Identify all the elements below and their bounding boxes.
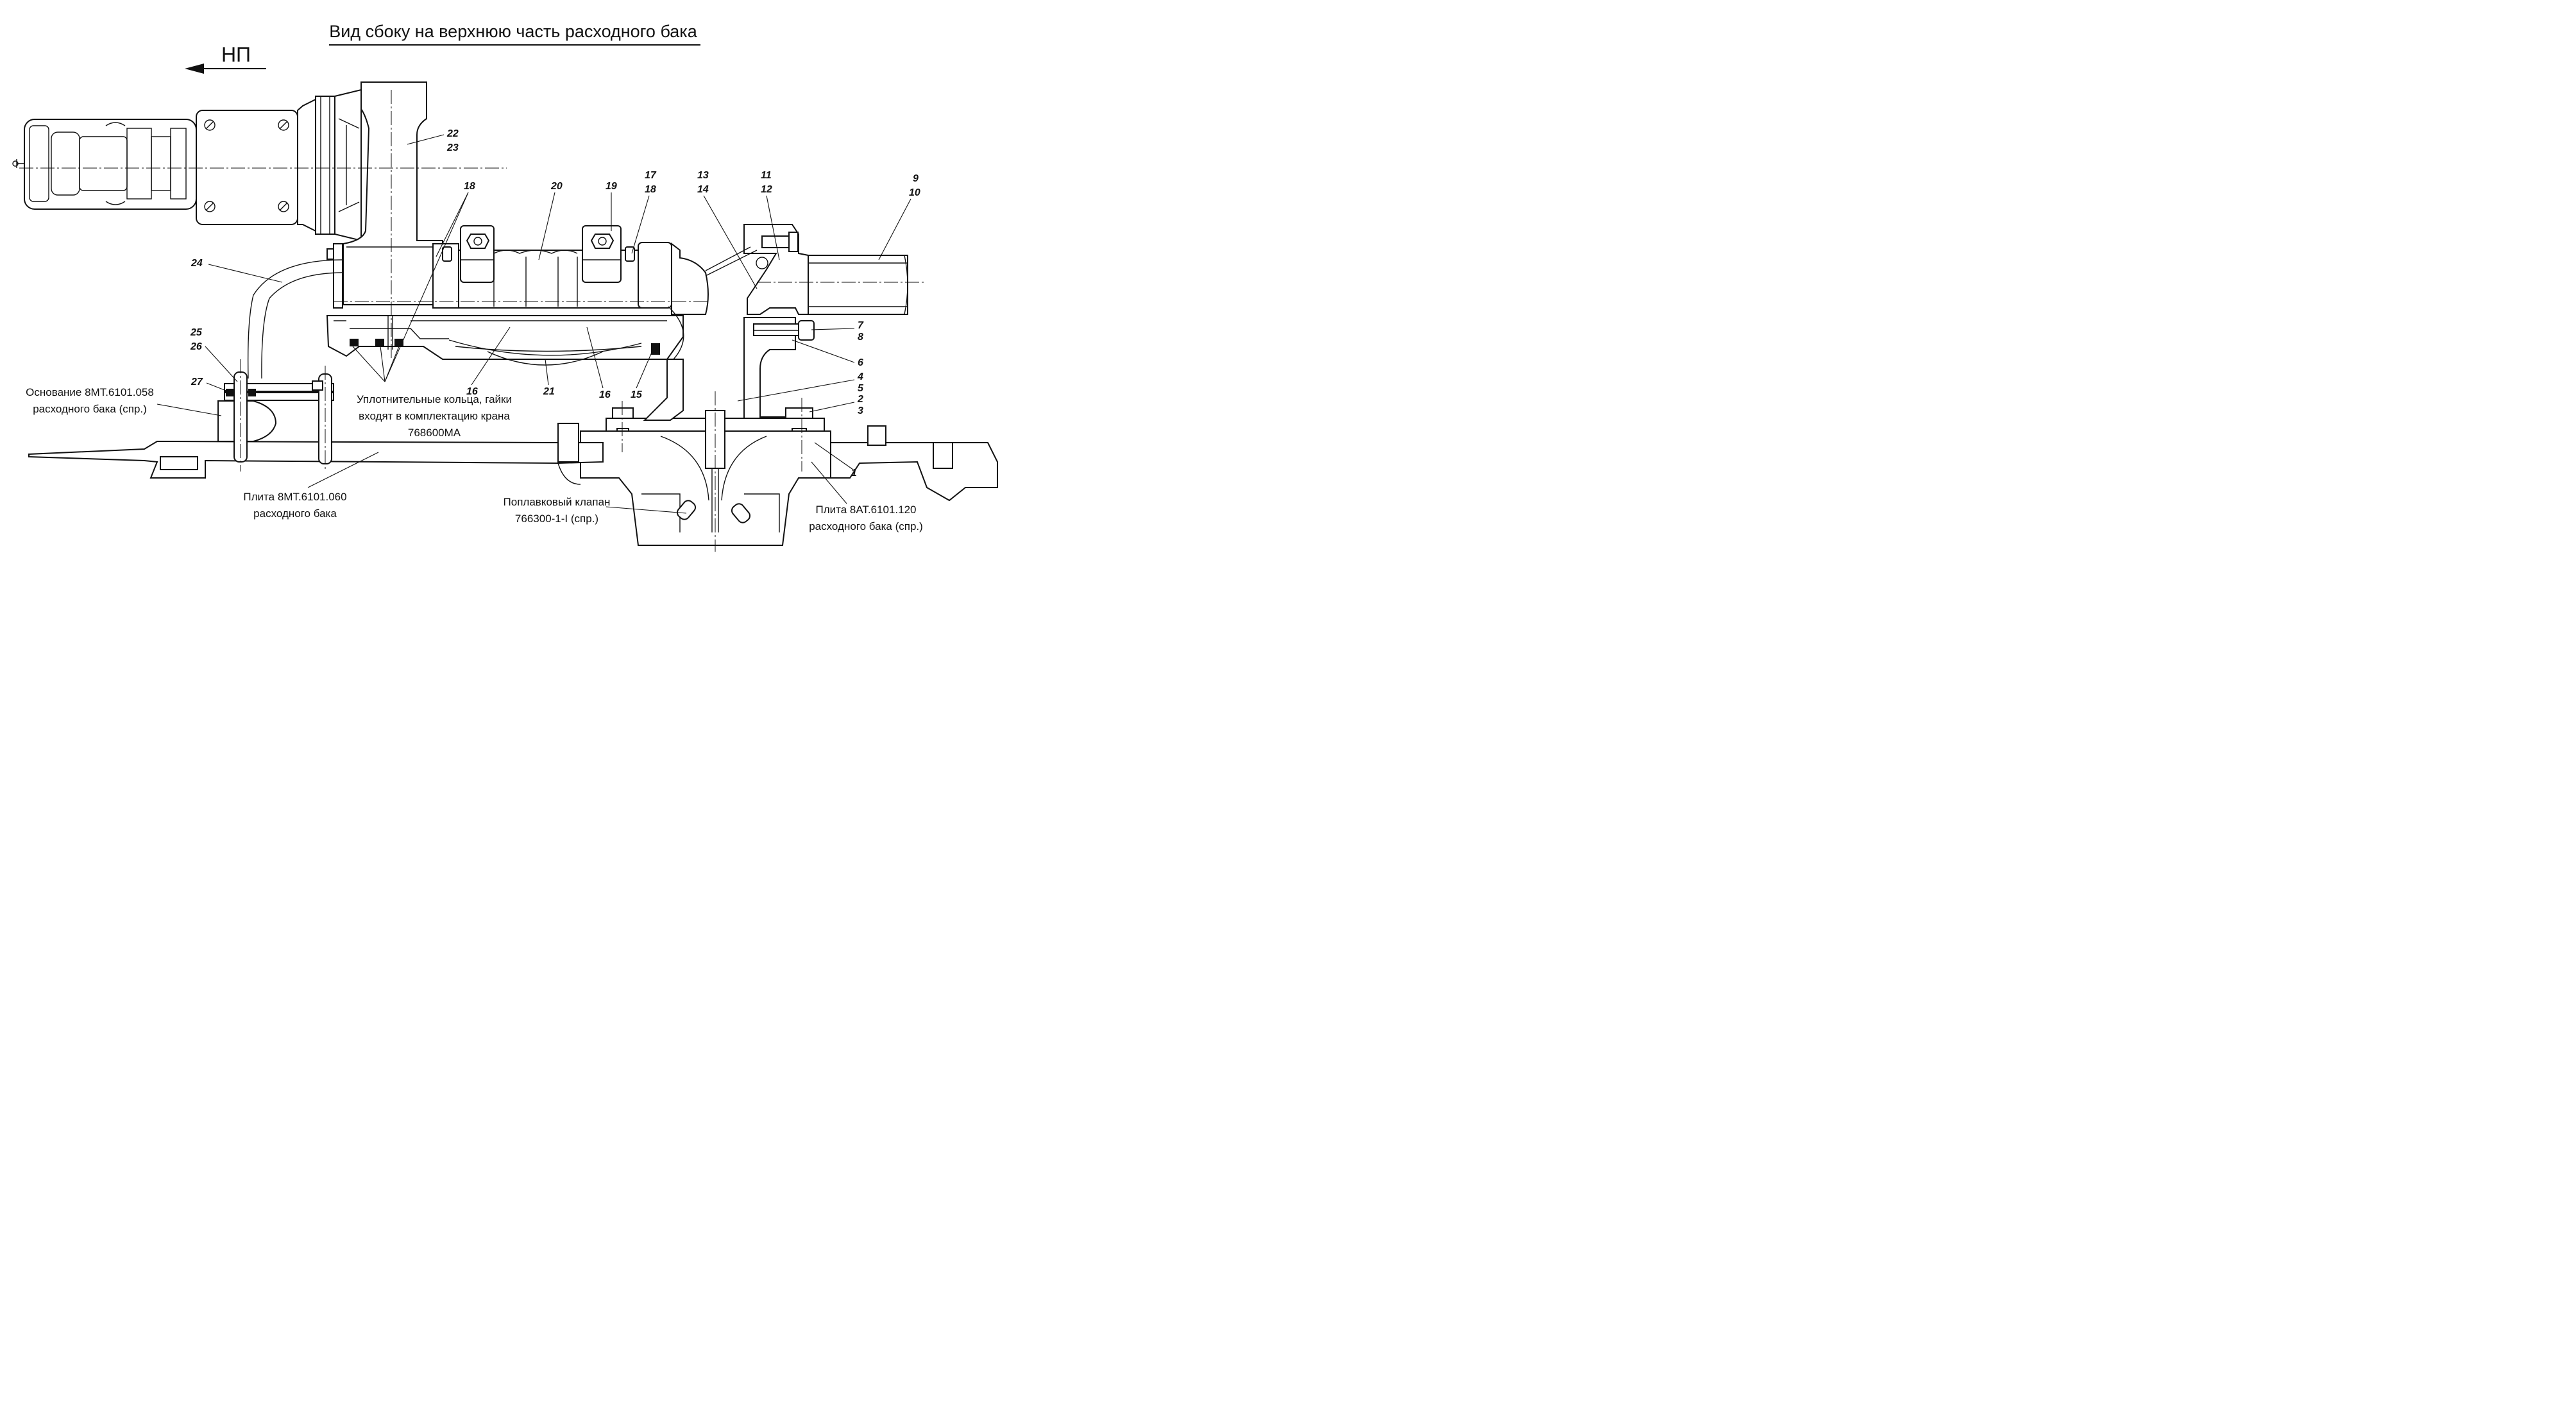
callout-17-18: 17 18: [631, 170, 657, 254]
svg-text:17: 17: [645, 170, 657, 181]
callout-18-top: 18: [436, 181, 475, 257]
callout-7-8: 7 8: [811, 320, 864, 343]
svg-text:5: 5: [858, 383, 864, 394]
tank-lower-body: [580, 410, 831, 546]
svg-text:18: 18: [464, 181, 475, 192]
note-float-valve: Поплавковый клапан 766300-1-I (спр.): [504, 496, 687, 525]
svg-text:расходного бака: расходного бака: [253, 507, 337, 520]
mounting-plate-right: [830, 425, 998, 502]
base-058: [217, 371, 334, 464]
mounting-plate-060: [28, 423, 604, 485]
callout-20: 20: [538, 181, 563, 260]
svg-text:1: 1: [851, 468, 857, 479]
svg-text:Поплавковый клапан: Поплавковый клапан: [504, 496, 611, 508]
svg-text:16: 16: [599, 389, 611, 400]
svg-text:расходного бака (спр.): расходного бака (спр.): [33, 403, 147, 415]
direction-arrow: [185, 64, 266, 74]
svg-text:6: 6: [858, 357, 863, 368]
svg-text:768600МА: 768600МА: [408, 427, 461, 439]
svg-text:Уплотнительные кольца, гайки: Уплотнительные кольца, гайки: [357, 393, 512, 405]
note-seals: Уплотнительные кольца, гайки входят в ко…: [352, 192, 512, 439]
callout-16-right: 16: [586, 327, 611, 400]
svg-text:25: 25: [190, 327, 203, 338]
svg-text:12: 12: [761, 184, 772, 195]
svg-text:10: 10: [909, 187, 920, 198]
svg-text:23: 23: [446, 142, 459, 153]
fuel-pipe: [705, 224, 908, 315]
cross-pipe-24: [247, 248, 344, 379]
svg-text:13: 13: [697, 170, 709, 181]
svg-text:24: 24: [191, 258, 203, 269]
svg-text:27: 27: [191, 377, 203, 387]
svg-text:8: 8: [858, 332, 863, 343]
callout-9-10: 9 10: [878, 173, 920, 260]
note-base-058: Основание 8МТ.6101.058 расходного бака (…: [26, 386, 222, 416]
svg-text:Плита 8МТ.6101.060: Плита 8МТ.6101.060: [243, 491, 346, 503]
pump-assembly: [432, 225, 709, 315]
seal-plate: [326, 306, 684, 366]
callout-24: 24: [191, 258, 283, 283]
svg-text:расходного бака (спр.): расходного бака (спр.): [809, 520, 923, 532]
motor-flange-plate: [196, 110, 298, 225]
callout-11-12: 11 12: [761, 170, 780, 260]
electric-motor: [12, 119, 197, 210]
svg-text:22: 22: [446, 128, 459, 139]
svg-text:19: 19: [606, 181, 617, 192]
svg-text:15: 15: [631, 389, 643, 400]
drawing-title: Вид сбоку на верхнюю часть расходного ба…: [329, 22, 697, 41]
callout-1: 1: [814, 442, 857, 479]
callout-21: 21: [543, 359, 555, 397]
note-plate-060: Плита 8МТ.6101.060 расходного бака: [243, 452, 379, 520]
svg-text:14: 14: [697, 184, 709, 195]
callout-27: 27: [191, 377, 228, 392]
gearbox-housing: [297, 89, 362, 242]
callout-19: 19: [606, 181, 617, 231]
svg-text:20: 20: [550, 181, 563, 192]
callout-2-3: 2 3: [809, 394, 863, 416]
note-plate-120: Плита 8АТ.6101.120 расходного бака (спр.…: [809, 461, 923, 532]
svg-text:2: 2: [857, 394, 863, 405]
svg-text:16: 16: [466, 386, 478, 397]
svg-text:766300-1-I (спр.): 766300-1-I (спр.): [515, 513, 598, 525]
svg-text:3: 3: [858, 405, 863, 416]
svg-text:21: 21: [543, 386, 555, 397]
svg-text:18: 18: [645, 184, 656, 195]
svg-text:11: 11: [761, 170, 772, 181]
svg-text:входят в комплектацию крана: входят в комплектацию крана: [359, 410, 510, 422]
svg-text:9: 9: [913, 173, 919, 184]
svg-text:26: 26: [190, 341, 202, 352]
callout-4-5: 4 5: [737, 371, 864, 402]
direction-label: НП: [221, 43, 251, 66]
svg-text:7: 7: [858, 320, 864, 331]
svg-text:4: 4: [857, 371, 863, 382]
callout-15: 15: [631, 346, 655, 400]
svg-text:Плита 8АТ.6101.120: Плита 8АТ.6101.120: [815, 504, 916, 516]
center-lines: [19, 90, 924, 552]
callout-25-26: 25 26: [190, 327, 238, 382]
callout-13-14: 13 14: [697, 170, 758, 289]
callout-6: 6: [792, 339, 863, 368]
svg-text:Основание 8МТ.6101.058: Основание 8МТ.6101.058: [26, 386, 154, 398]
callout-22-23: 22 23: [407, 128, 459, 153]
callout-16-left: 16: [466, 327, 511, 397]
